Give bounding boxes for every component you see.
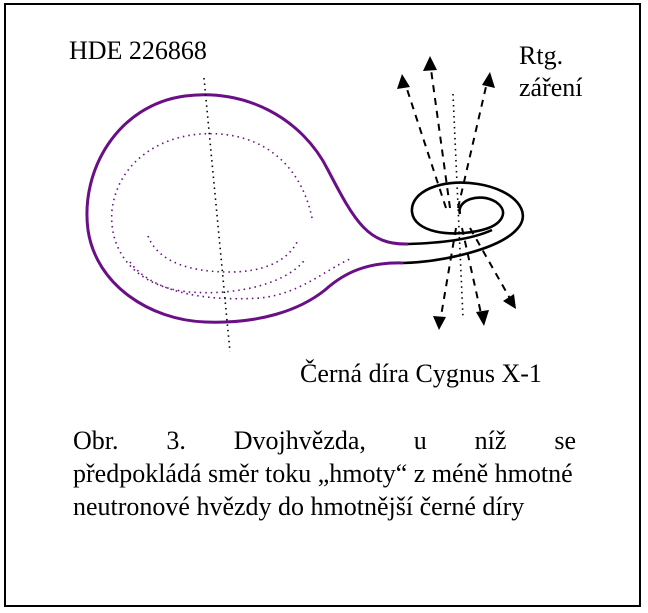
star-axis-line	[203, 77, 231, 353]
accretion-stream	[407, 228, 493, 246]
caption-rest: předpokládá směr toku „hmoty“ z méně hmo…	[73, 459, 573, 521]
xray-jets-down	[439, 227, 513, 323]
jet-down-3	[469, 227, 513, 303]
xray-jets-up	[403, 61, 489, 209]
figure-caption: Obr. 3. Dvojhvězda, u níž se předpokládá…	[73, 424, 576, 523]
star-inner-contour	[110, 132, 313, 294]
accretion-disk	[402, 181, 525, 265]
arrowhead-down-3	[503, 294, 516, 309]
jet-down-2	[461, 227, 483, 319]
xray-label-line-2: záření	[519, 73, 583, 102]
jet-up-2	[429, 61, 451, 209]
figure-frame	[4, 3, 641, 607]
arrowhead-down-2	[476, 310, 489, 326]
jet-up-3	[457, 77, 489, 209]
jet-arrowheads	[397, 56, 516, 330]
star-inner-arc-2	[129, 257, 353, 300]
star-name-label: HDE 226868	[69, 36, 207, 65]
jet-up-1	[403, 79, 447, 209]
star-inner-arc-1	[147, 235, 299, 273]
caption-line-1: Obr. 3. Dvojhvězda, u níž se	[73, 426, 576, 455]
xray-label-line-1: Rtg.	[519, 41, 564, 70]
star-outline	[85, 93, 409, 324]
arrowhead-up-3	[482, 72, 495, 88]
black-hole-label: Černá díra Cygnus X-1	[300, 359, 542, 388]
arrowhead-up-2	[423, 56, 437, 71]
jet-down-1	[439, 227, 457, 323]
arrowhead-down-1	[433, 316, 446, 330]
xray-label: Rtg. záření	[519, 40, 583, 104]
arrowhead-up-1	[397, 74, 410, 89]
